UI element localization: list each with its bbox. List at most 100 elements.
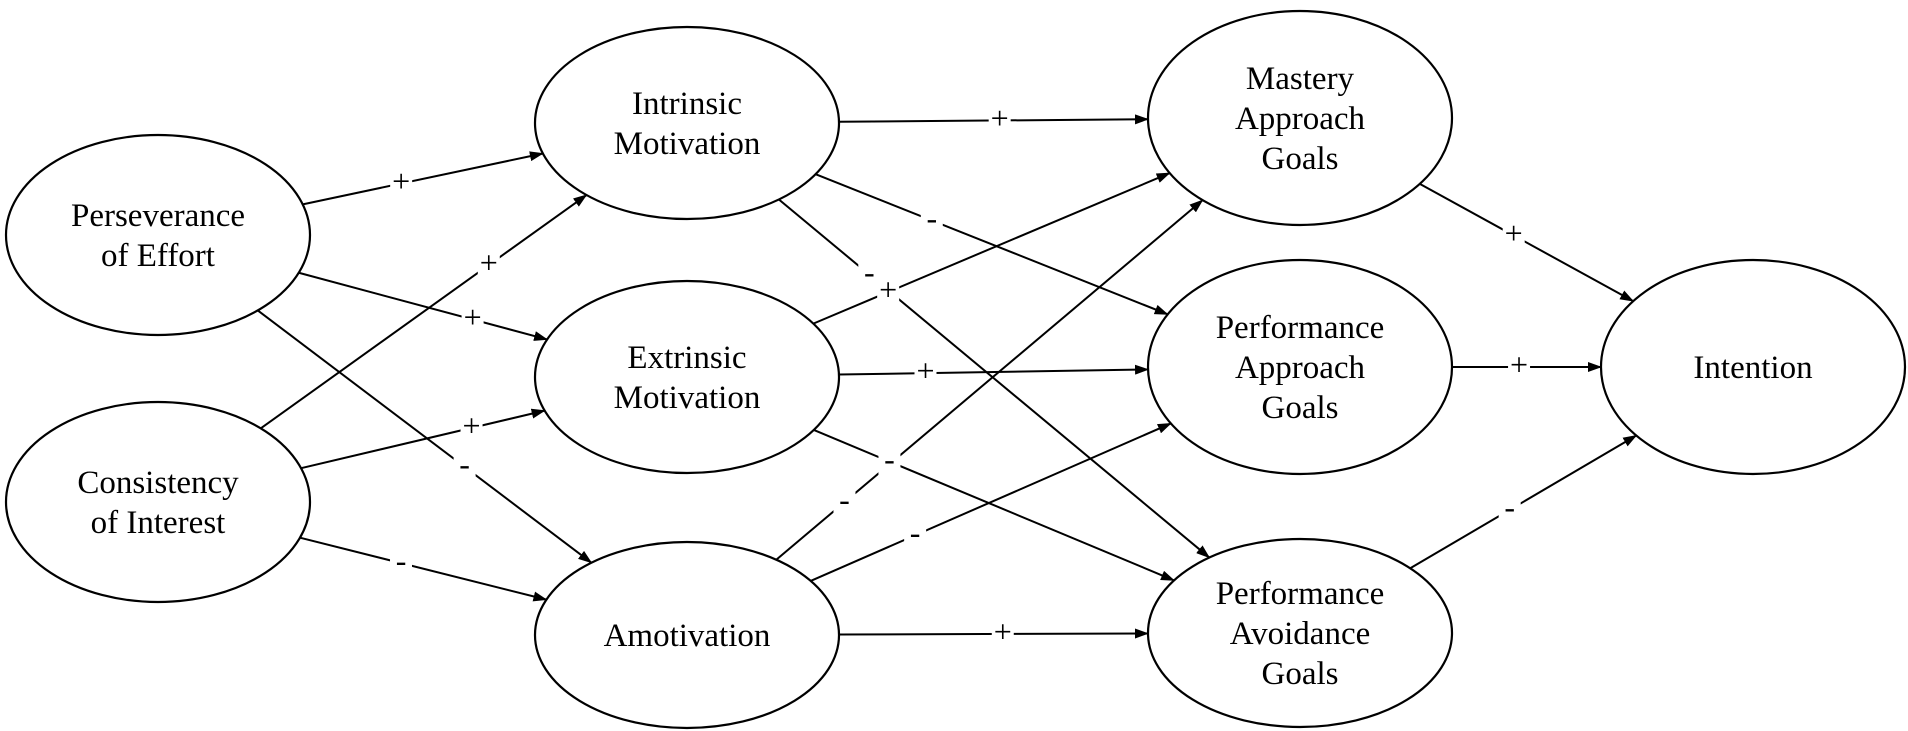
sign-label: - [910,515,921,551]
sign-perseverance-to-extrinsic: + [461,299,484,335]
sign-extrinsic-to-performance-avoidance: - [878,441,901,477]
sign-background [453,451,476,482]
node-label-line: Intention [1693,350,1812,386]
node-label-line: Goals [1262,390,1339,426]
edge-performance-avoidance-to-intention [1409,434,1638,570]
sign-background [460,412,483,443]
arrow-consistency-to-extrinsic [300,408,546,470]
arrow-intrinsic-to-performance-approach [815,173,1169,316]
node-ellipse [533,279,841,475]
sign-background [858,259,881,290]
arrow-extrinsic-to-performance-avoidance [813,429,1175,582]
sign-label: + [916,352,934,388]
arrow-perseverance-to-amotivation [257,309,593,564]
sign-label: + [879,271,897,307]
arrow-performance-avoidance-to-intention [1409,434,1638,570]
edge-perseverance-to-amotivation [257,309,593,564]
sign-background [1508,352,1531,382]
sign-background [390,168,413,199]
signs-layer: ++-++-+--++---+++- [390,100,1531,649]
sign-intrinsic-to-performance-approach: - [920,200,943,236]
sign-background [877,277,900,308]
sign-mastery-approach-to-intention: + [1502,215,1525,251]
sign-intrinsic-to-performance-avoidance: - [858,254,881,290]
node-label-line: Performance [1216,576,1385,612]
sign-amotivation-to-mastery-approach: - [833,482,856,518]
node-label-line: Motivation [614,126,761,162]
sign-intrinsic-to-mastery-approach: + [988,100,1011,136]
sign-label: + [464,299,482,335]
arrow-extrinsic-to-performance-approach [838,364,1150,376]
sign-background [920,205,943,236]
edge-mastery-approach-to-intention [1419,182,1635,303]
node-label-line: Extrinsic [627,340,746,376]
node-label-line: of Interest [91,505,226,541]
arrow-consistency-to-intrinsic [260,194,588,430]
sign-amotivation-to-performance-avoidance: + [991,613,1014,649]
sign-background [878,446,901,477]
sign-label: - [839,482,850,518]
sign-label: - [1504,489,1515,525]
edges-layer [257,114,1638,639]
node-label-line: Approach [1235,350,1366,386]
sign-label: - [459,446,470,482]
edge-perseverance-to-extrinsic [298,271,549,341]
sign-perseverance-to-amotivation: - [453,446,476,482]
edge-intrinsic-to-performance-approach [815,173,1169,316]
node-label-line: Perseverance [71,198,245,234]
node-ellipse [4,133,312,337]
node-ellipse [1146,9,1454,227]
edge-extrinsic-to-performance-approach [838,364,1150,376]
node-label-line: Goals [1262,141,1339,177]
sign-performance-approach-to-intention: + [1508,346,1531,382]
node-intention: Intention [1599,258,1907,476]
node-ellipse [1599,258,1907,476]
edge-extrinsic-to-mastery-approach [812,172,1171,325]
sign-label: - [926,200,937,236]
sign-label: + [991,100,1009,136]
sign-label: + [463,407,481,443]
sign-label: + [392,163,410,199]
sign-background [461,304,484,335]
arrow-mastery-approach-to-intention [1419,182,1635,303]
sign-background [904,520,927,551]
sign-background [991,618,1014,649]
sign-extrinsic-to-mastery-approach: + [877,271,900,308]
sign-perseverance-to-intrinsic: + [390,163,413,199]
node-ellipse [533,25,841,221]
sign-extrinsic-to-performance-approach: + [914,352,937,389]
sign-label: + [1505,215,1523,251]
node-ellipse [1146,537,1454,729]
node-label-line: Mastery [1246,61,1355,97]
node-label-line: of Effort [101,238,215,274]
node-ellipse [533,540,841,730]
node-consistency: Consistency of Interest [4,400,312,604]
edge-consistency-to-amotivation [299,536,548,602]
node-ellipse [4,400,312,604]
sign-background [914,358,937,389]
sign-performance-avoidance-to-intention: - [1498,489,1521,525]
edge-consistency-to-intrinsic [260,194,588,430]
edge-amotivation-to-performance-approach [810,422,1172,582]
sign-background [390,548,413,579]
sign-background [1502,220,1525,251]
node-ellipse [1146,258,1454,476]
sign-consistency-to-extrinsic: + [460,407,483,443]
node-label-line: Consistency [77,465,239,501]
node-label-line: Avoidance [1230,616,1371,652]
edge-perseverance-to-intrinsic [302,151,544,206]
edge-extrinsic-to-performance-avoidance [813,429,1175,582]
sign-label: + [994,613,1012,649]
arrow-extrinsic-to-mastery-approach [812,172,1171,325]
node-label-line: Intrinsic [632,86,742,122]
arrow-consistency-to-amotivation [299,536,548,602]
sign-label: - [396,542,407,578]
arrow-intrinsic-to-performance-avoidance [778,198,1211,559]
edge-intrinsic-to-performance-avoidance [778,198,1211,559]
node-perseverance: Perseverance of Effort [4,133,312,337]
